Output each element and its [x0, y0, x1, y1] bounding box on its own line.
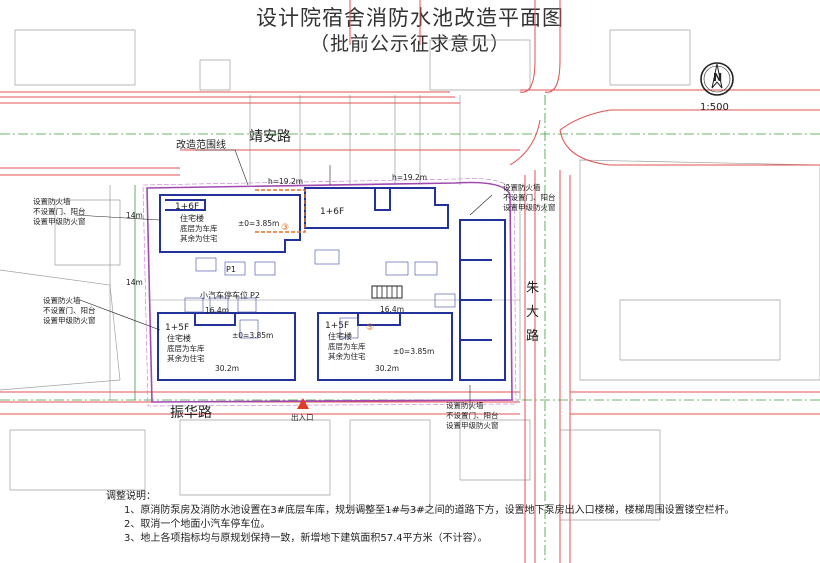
b3-elev: ±0=3.85m	[238, 219, 279, 228]
b5-floors: 1+5F	[325, 321, 349, 331]
dim-h1: h=19.2m	[268, 177, 303, 186]
b3-num: ③	[281, 223, 289, 233]
stair-treads	[376, 286, 398, 298]
fire-wall-right-3: 设置甲级防火窗	[503, 202, 556, 212]
b5-line3: 其余为住宅	[328, 351, 366, 361]
b1-elev: ±0=3.85m	[232, 331, 273, 340]
road-east-1: 朱	[526, 281, 539, 296]
b2-floors: 1+6F	[320, 207, 344, 217]
b1-line1: 住宅楼	[167, 333, 191, 343]
note-item-3: 3、地上各项指标均与原规划保持一致，新增地下建筑面积57.4平方米（不计容）。	[124, 533, 488, 544]
b5-num: ⑤	[366, 323, 374, 333]
b3-line2: 底层为车库	[180, 223, 218, 233]
note-item-2: 2、取消一个地面小汽车停车位。	[124, 519, 271, 530]
scale-label: 1:500	[700, 102, 729, 113]
road-east-3: 路	[526, 328, 539, 344]
site-boundary	[146, 181, 513, 403]
b5-line1: 住宅楼	[328, 331, 352, 341]
dim-m2: 14m	[126, 278, 143, 287]
dim-h2: h=19.2m	[392, 173, 427, 182]
pump-room-outline	[255, 189, 306, 233]
entrance-marker	[297, 398, 309, 409]
entrance-label: 出入口	[291, 412, 314, 422]
dim-w2: 30.2m	[375, 364, 399, 373]
north-arrow	[700, 62, 734, 96]
fire-wall-left1-2: 不设置门、阳台	[33, 206, 86, 216]
b3-line3: 其余为住宅	[180, 233, 218, 243]
car-park-label: 小汽车停车位	[200, 290, 248, 300]
b5-elev: ±0=3.85m	[393, 347, 434, 356]
dim-d1: 16.4m	[205, 306, 229, 315]
building-details	[184, 249, 456, 339]
fire-wall-left2-2: 不设置门、阳台	[43, 305, 96, 315]
b1-floors: 1+5F	[165, 323, 189, 333]
fire-wall-left2-3: 设置甲级防火窗	[43, 315, 96, 325]
b3-floors: 1+6F	[175, 202, 199, 212]
p1-label: P1	[226, 265, 236, 274]
scope-label: 改造范围线	[176, 138, 226, 151]
fire-wall-bottom-1: 设置防火墙	[446, 400, 484, 410]
fire-wall-left2-1: 设置防火墙	[43, 295, 81, 305]
b1-line2: 底层为车库	[167, 343, 205, 353]
fire-wall-bottom-2: 不设置门、阳台	[446, 410, 499, 420]
adjustment-notes: 调整说明： 1、原消防泵房及消防水池设置在3#底层车库，规划调整至1#与3#之间…	[104, 490, 735, 546]
dim-m1: 14m	[126, 211, 143, 220]
grid-lines	[109, 95, 521, 400]
dim-d2: 16.4m	[380, 305, 404, 314]
notes-heading: 调整说明：	[106, 491, 156, 502]
b3-line1: 住宅楼	[180, 213, 204, 223]
scope-line	[142, 178, 517, 407]
north-label: N	[713, 71, 723, 84]
fire-wall-right-1: 设置防火墙	[503, 182, 541, 192]
fire-wall-bottom-3: 设置甲级防火窗	[446, 420, 499, 430]
road-north: 靖安路	[249, 129, 291, 145]
plan-title: 设计院宿舍消防水池改造平面图	[256, 6, 564, 30]
note-item-1: 1、原消防泵房及消防水池设置在3#底层车库，规划调整至1#与3#之间的道路下方，…	[124, 505, 735, 516]
fire-wall-left1-3: 设置甲级防火窗	[33, 216, 86, 226]
road-east-2: 大	[526, 305, 539, 320]
b5-line2: 底层为车库	[328, 341, 366, 351]
building-outlines	[157, 187, 506, 381]
p2-label: P2	[250, 291, 260, 300]
b1-line3: 其余为住宅	[167, 353, 205, 363]
leader-lines	[74, 149, 493, 410]
dim-w1: 30.2m	[215, 364, 239, 373]
fire-wall-right-2: 不设置门、阳台	[503, 192, 556, 202]
fire-wall-left1-1: 设置防火墙	[33, 196, 71, 206]
road-south: 振华路	[170, 405, 212, 421]
plan-subtitle: （批前公示征求意见）	[309, 33, 510, 55]
